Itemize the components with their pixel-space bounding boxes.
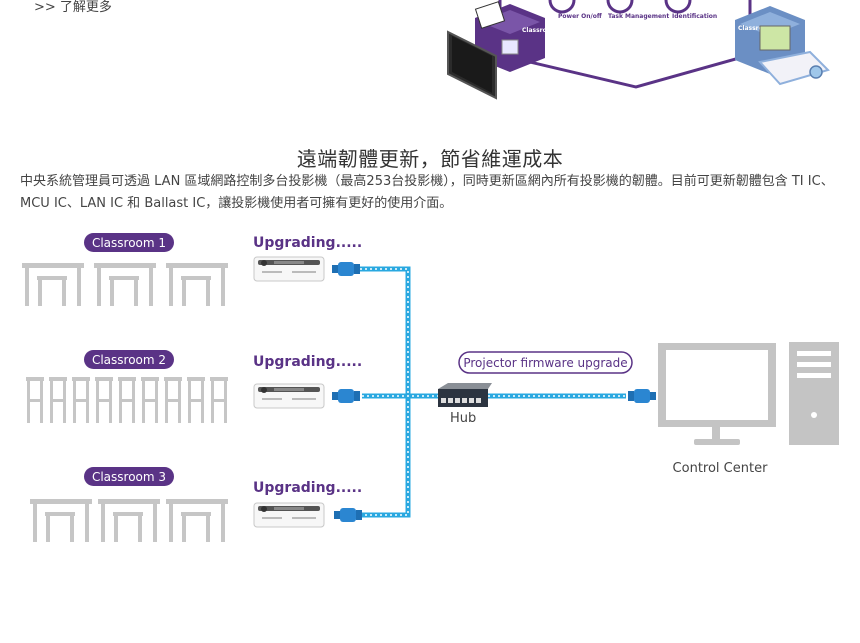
display-monitor-icon: [447, 30, 497, 100]
firmware-upgrade-label: Projector firmware upgrade: [463, 356, 627, 370]
id-circle-icon: [664, 0, 692, 14]
classroom-3: Classroom 3 Upgrading.....: [30, 467, 362, 542]
learn-more-link[interactable]: >> 了解更多: [34, 0, 112, 15]
top-network-diagram: Power On/off Task Management Identificat…: [447, 0, 830, 100]
classroom-b-label: Classroom B: [522, 27, 564, 34]
cable-plug-1: [332, 262, 360, 276]
classroom-1: Classroom 1 Upgrading.....: [22, 233, 362, 306]
upgrading-status-3: Upgrading.....: [253, 480, 362, 496]
classroom-2-badge: [84, 350, 174, 369]
task-circle-icon: [606, 0, 634, 14]
upgrading-status-2: Upgrading.....: [253, 354, 362, 370]
computer-tower-icon: [789, 342, 839, 445]
projector-3: [253, 502, 325, 528]
projector-2: [253, 383, 325, 409]
desks-row-1: [22, 263, 228, 306]
classroom-1-badge: [84, 233, 174, 252]
hub-label: Hub: [450, 411, 476, 426]
section-title: 遠端韌體更新，節省維運成本: [296, 147, 564, 171]
classroom-d-label: Classroom D: [738, 25, 780, 32]
firmware-upgrade-diagram: Classroom 1 Upgrading..... Classroom 2 U…: [22, 233, 839, 542]
firmware-upgrade-badge: [458, 351, 633, 374]
control-center-label: Control Center: [673, 461, 769, 476]
cable-plug-3: [334, 508, 362, 522]
cable-plug-2: [332, 389, 360, 403]
top-label-power: Power On/off: [558, 13, 602, 20]
computer-monitor-icon: [658, 343, 776, 445]
top-label-identification: Identification: [672, 13, 717, 20]
classroom-2: Classroom 2 Upgrading.....: [26, 350, 362, 423]
network-cables: [360, 266, 626, 518]
classroom-3-label: Classroom 3: [92, 470, 166, 484]
hub-device-icon: [438, 383, 492, 407]
cable-plug-control: [628, 389, 656, 403]
projector-1: [253, 256, 325, 282]
chairs-row-2: [26, 377, 228, 423]
section-description: 中央系統管理員可透過 LAN 區域網路控制多台投影機（最高253台投影機），同時…: [20, 174, 834, 211]
classroom-1-label: Classroom 1: [92, 236, 166, 250]
classroom-2-label: Classroom 2: [92, 353, 166, 367]
top-label-task: Task Management: [608, 13, 669, 20]
upgrading-status-1: Upgrading.....: [253, 235, 362, 251]
desks-row-3: [30, 499, 228, 542]
classroom-3-badge: [84, 467, 174, 486]
power-circle-icon: [548, 0, 576, 14]
projector-device-icon: [758, 50, 830, 86]
